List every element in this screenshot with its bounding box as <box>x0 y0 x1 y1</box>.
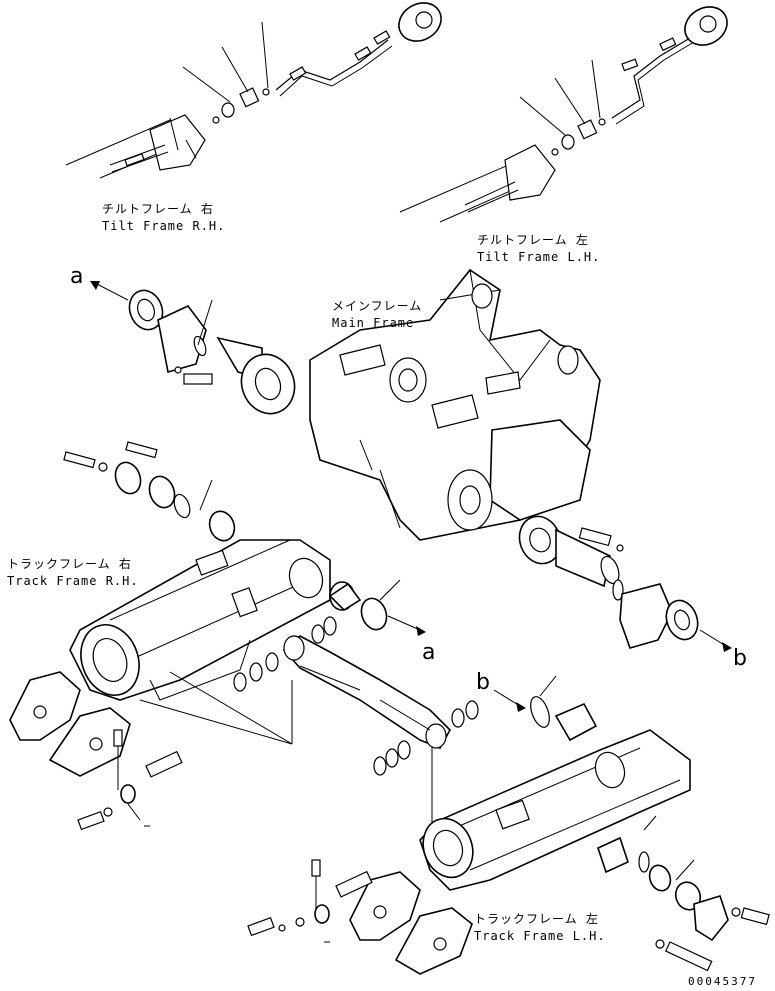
pin-and-fitting-lh <box>247 859 373 943</box>
main-frame <box>309 268 601 541</box>
ref-a-mid: a <box>422 640 436 665</box>
track-frame-lh-label-jp: トラックフレーム 左 <box>474 912 599 926</box>
ref-a-top: a <box>70 264 84 289</box>
track-frame-rh-label-en: Track Frame R.H. <box>7 574 139 588</box>
cap-washer-group <box>63 441 236 542</box>
tilt-frame-rh-label-en: Tilt Frame R.H. <box>102 219 226 233</box>
track-frame-rh-label-jp: トラックフレーム 右 <box>7 557 132 571</box>
equalizer-bar <box>139 635 479 830</box>
main-frame-label-en: Main Frame <box>332 316 415 330</box>
cap-washer-group-lh <box>597 815 770 972</box>
tilt-frame-rh-assembly <box>65 2 442 179</box>
track-frame-lh-label-en: Track Frame L.H. <box>474 929 606 943</box>
pivot-shaft-group-rh <box>90 281 296 415</box>
b-ring-group <box>493 675 598 742</box>
pin-and-fitting-rh <box>77 729 183 831</box>
ref-b-right: b <box>733 646 747 671</box>
ref-b-mid: b <box>476 670 490 695</box>
pivot-shaft-group-lh <box>518 515 732 652</box>
main-frame-label-jp: メインフレーム <box>332 299 423 313</box>
track-frame-rh <box>9 539 331 777</box>
tilt-frame-lh-label-en: Tilt Frame L.H. <box>477 250 601 264</box>
tilt-frame-rh-label-jp: チルトフレーム 右 <box>102 202 214 216</box>
document-number: 00045377 <box>688 975 757 988</box>
tilt-frame-lh-assembly <box>399 6 728 223</box>
bushing-set-center <box>233 579 426 692</box>
tilt-frame-lh-label-jp: チルトフレーム 左 <box>477 233 589 247</box>
track-frame-lh <box>349 729 691 975</box>
